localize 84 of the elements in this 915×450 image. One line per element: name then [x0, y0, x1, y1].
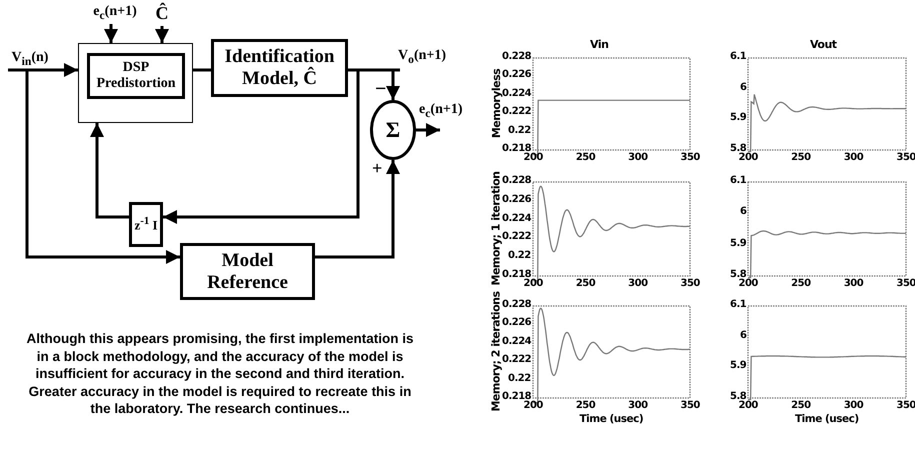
axis-label: Time (usec) — [580, 413, 644, 425]
edge-label: e$_{c}$(n+1) — [419, 102, 462, 120]
summing-junction: Σ — [370, 100, 416, 160]
tick-label: 350 — [680, 278, 700, 289]
arrow — [163, 68, 360, 224]
tick-label: 5.9 — [730, 112, 746, 124]
signal-label: V$_{in}$(n) — [6, 48, 54, 70]
tick-label: 350 — [680, 400, 700, 411]
edge-label: V$_{o}$(n+1) — [398, 48, 446, 66]
tick-label: 0.22 — [508, 372, 531, 384]
process-box: Model Reference — [180, 243, 315, 300]
tick-label: 250 — [791, 152, 811, 163]
tick-label: 0.228 — [502, 51, 532, 62]
tick-label: 6 — [740, 330, 746, 341]
chart-title: Vout — [810, 38, 837, 51]
chart-title: Vin — [590, 38, 608, 51]
tick-label: 300 — [844, 400, 864, 411]
tick-label: 0.218 — [502, 269, 532, 280]
tick-label: 0.22 — [508, 250, 531, 262]
tick-label: 0.222 — [502, 231, 532, 242]
arrow — [90, 123, 129, 218]
tick-label: 5.9 — [730, 238, 746, 249]
tick-label: 250 — [791, 400, 811, 411]
sign-label: − — [375, 78, 386, 101]
tick-label: 0.222 — [502, 354, 532, 366]
tick-label: 0.228 — [502, 299, 532, 310]
tick-label: 0.228 — [502, 175, 532, 186]
tick-label: 6 — [740, 82, 746, 93]
tick-label: 300 — [844, 278, 864, 289]
predistortion-block — [78, 43, 193, 123]
tick-label: 250 — [576, 152, 596, 163]
axis-label: Time (usec) — [795, 413, 859, 425]
tick-label: 350 — [680, 152, 700, 163]
tick-label: 200 — [738, 152, 758, 163]
tick-label: 0.218 — [502, 391, 532, 402]
tick-label: 5.8 — [730, 269, 746, 280]
signal-label: Ĉ — [151, 1, 173, 26]
process-box: DSP Predistortion — [87, 53, 185, 99]
axis-label: Memory; 2 iterations — [490, 291, 503, 412]
tick-label: 350 — [896, 278, 915, 289]
arrow — [416, 123, 440, 137]
tick-label: 350 — [896, 152, 915, 163]
caption-text: Although this appears promising, the first implementation is in a block methodology, and the accuracy of the model is insufficient for accuracy in the second and third iteration. Greater accuracy in the model is required to recreate this in the laboratory. The research continues... — [25, 330, 415, 418]
signal-label: e$_{c}$(n+1) — [92, 3, 138, 24]
tick-label: 0.222 — [502, 106, 532, 118]
tick-label: 5.8 — [730, 143, 746, 154]
process-box: Identification Model, Ĉ — [211, 39, 348, 97]
connector-line — [193, 68, 211, 72]
tick-label: 0.22 — [508, 124, 531, 136]
tick-label: 350 — [896, 400, 915, 411]
tick-label: 6 — [740, 206, 746, 218]
axis-label: Memory; 1 iteration — [490, 172, 502, 286]
tick-label: 0.226 — [502, 194, 532, 205]
tick-label: 0.224 — [502, 336, 532, 347]
tick-label: 5.9 — [730, 360, 746, 372]
arrow — [26, 70, 180, 264]
tick-label: 250 — [576, 400, 596, 411]
tick-label: 300 — [628, 278, 648, 289]
tick-label: 200 — [524, 152, 543, 163]
tick-label: 300 — [628, 400, 648, 411]
tick-label: 0.224 — [502, 88, 532, 99]
tick-label: 200 — [738, 400, 758, 411]
tick-label: 0.226 — [502, 317, 532, 328]
tick-label: 6.1 — [730, 175, 746, 186]
axis-label: Memoryless — [490, 68, 503, 138]
tick-label: 300 — [844, 152, 864, 163]
tick-label: 250 — [576, 278, 596, 289]
tick-label: 200 — [738, 278, 758, 289]
tick-label: 200 — [524, 278, 543, 289]
tick-label: 0.226 — [502, 69, 532, 80]
tick-label: 6.1 — [730, 299, 746, 310]
tick-label: 6.1 — [730, 51, 746, 62]
arrow — [8, 63, 78, 77]
tick-label: 250 — [791, 278, 811, 289]
arrow — [315, 160, 400, 258]
arrow — [104, 24, 118, 43]
tick-label: 5.8 — [730, 391, 746, 402]
arrow — [155, 26, 169, 43]
sign-label: + — [372, 158, 382, 179]
tick-label: 200 — [524, 400, 543, 411]
tick-label: 300 — [628, 152, 648, 163]
tick-label: 0.224 — [502, 212, 532, 224]
delay-box: z$^{-1}$ I — [129, 202, 163, 247]
tick-label: 0.218 — [502, 143, 532, 154]
